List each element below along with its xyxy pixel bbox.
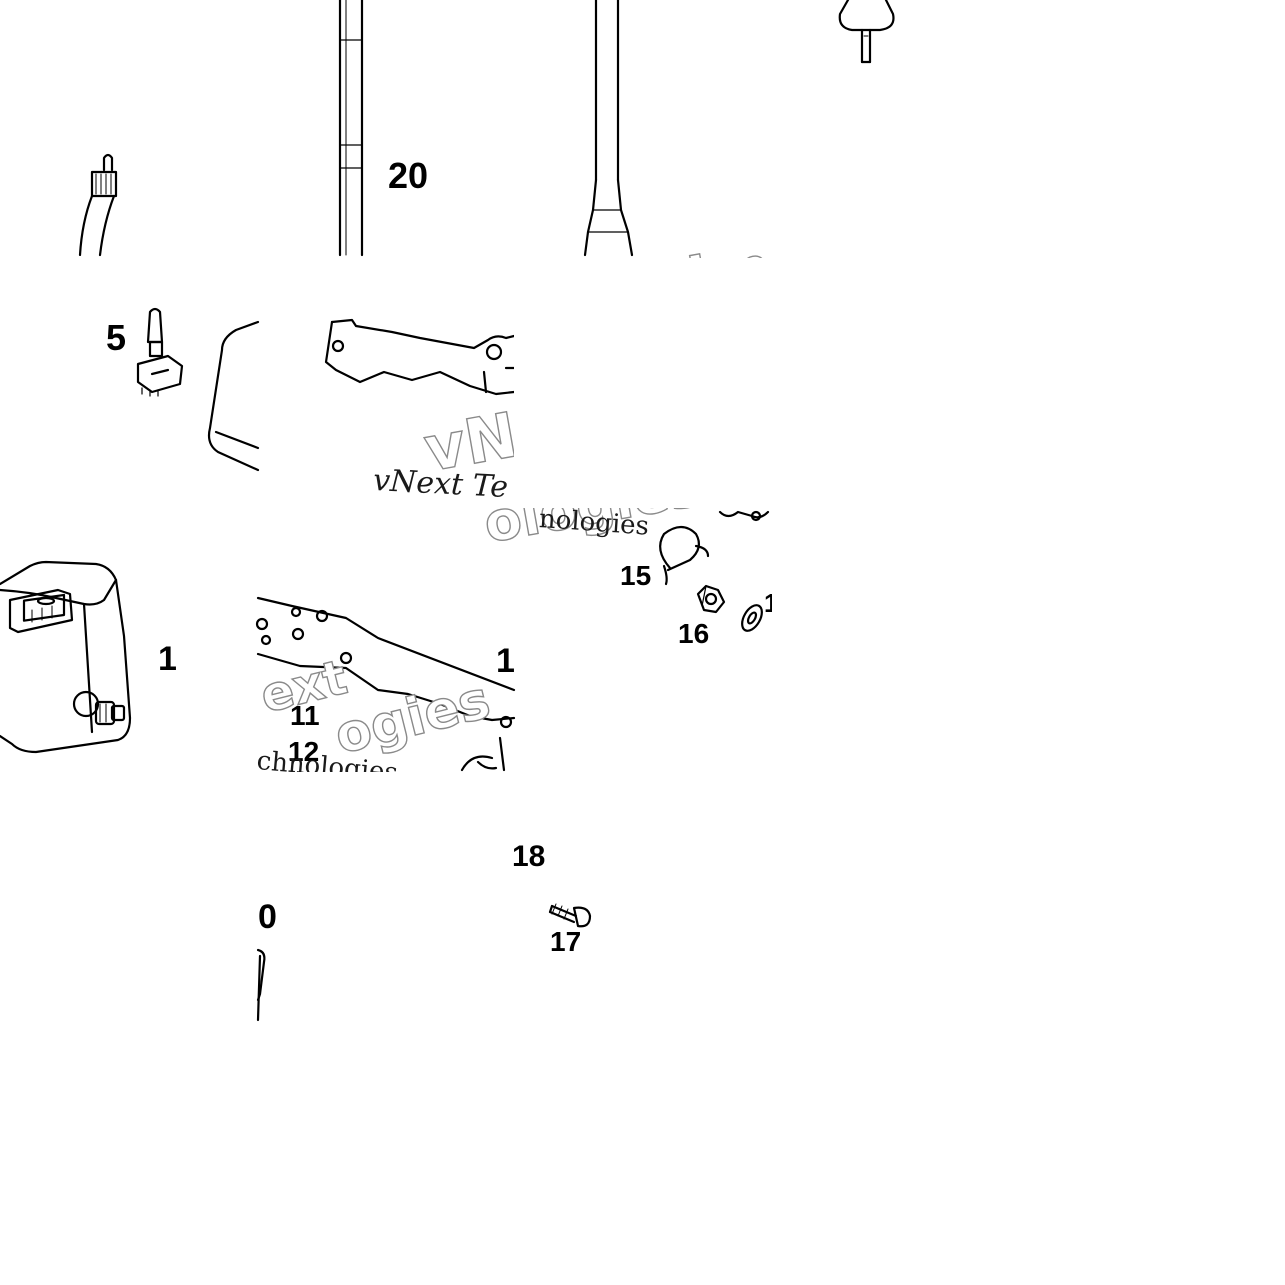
callout-0: 0 (258, 898, 277, 936)
callout-18: 18 (512, 840, 546, 873)
cable-part (78, 153, 118, 257)
callout-17: 17 (550, 926, 582, 957)
bracket-upper (324, 318, 516, 396)
blank-tile (772, 256, 1285, 770)
watermark-serif-2: nologies (538, 504, 650, 542)
blank-tile (0, 842, 256, 1285)
blank-tile (0, 256, 98, 296)
blank-tile (600, 842, 1285, 1028)
clip-part-15 (659, 525, 710, 586)
knob-part (838, 0, 895, 64)
washer-part (741, 604, 763, 632)
callout-5: 5 (106, 317, 127, 358)
blank-tile (256, 1028, 1285, 1285)
callout-11: 11 (290, 700, 320, 731)
meter-box-part-1 (0, 560, 132, 754)
antenna-part (583, 0, 634, 257)
blank-tile (0, 772, 1285, 842)
callout-16: 16 (678, 618, 710, 649)
callout-12: 12 (288, 736, 320, 767)
housing-part (207, 320, 260, 472)
blank-tile (514, 258, 772, 508)
callout-1-bracket: 1 (496, 642, 515, 680)
watermark-serif-1: vNext Te (372, 463, 509, 506)
bracket-lower (255, 596, 516, 772)
callout-20: 20 (388, 155, 429, 196)
rod-part-20 (338, 0, 364, 257)
nut-part-16 (696, 584, 726, 614)
callout-1-box: 1 (158, 640, 177, 678)
callout-15: 15 (620, 560, 652, 591)
bracket-fragment-right (718, 510, 770, 522)
screw-part-17 (548, 903, 592, 928)
bracket-fragment-lower (256, 948, 266, 1022)
toggle-switch-part-5 (136, 307, 184, 397)
